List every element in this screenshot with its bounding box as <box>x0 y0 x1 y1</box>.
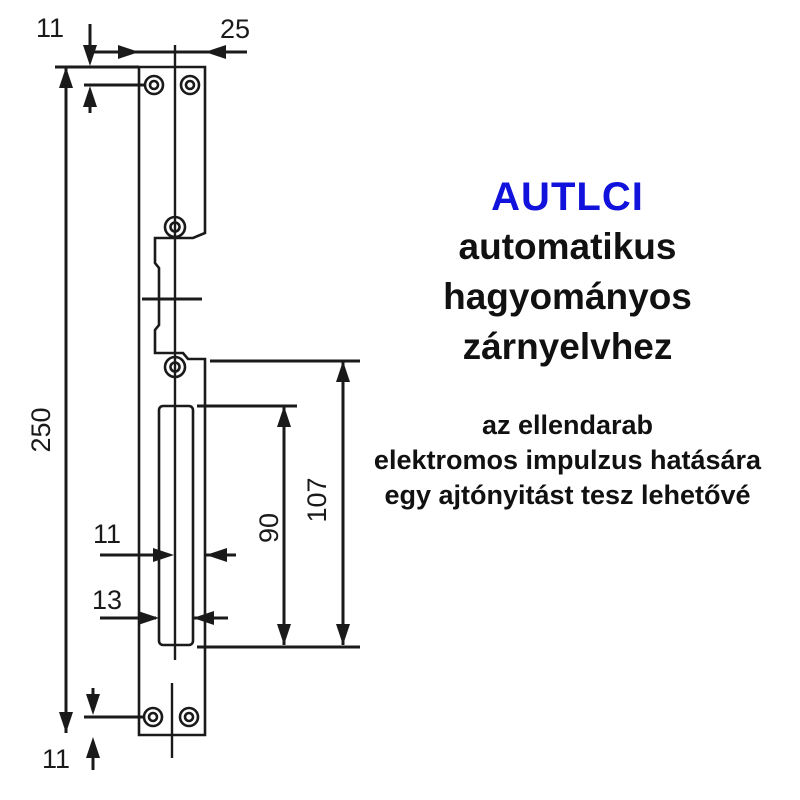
dim-center-to-edge-label: 11 <box>93 519 121 549</box>
product-title-line-1: automatikus <box>458 226 677 267</box>
screw-hole-jaw-upper <box>163 215 187 239</box>
dim-cutout-length-label: 107 <box>302 477 332 522</box>
dim-slot-width-label: 13 <box>92 585 122 615</box>
product-desc-line-3: egy ajtónyitást tesz lehetővé <box>384 480 751 510</box>
product-code: AUTLCI <box>491 175 644 219</box>
plate-outline <box>137 65 207 737</box>
arrow-up-icon <box>336 361 350 382</box>
dim-top-hole-offset: 11 <box>36 13 145 113</box>
product-title-line-3: zárnyelvhez <box>462 326 673 367</box>
screw-hole-jaw-lower <box>163 355 187 379</box>
dim-plate-length: 250 <box>26 67 73 733</box>
dim-bottom-hole-offset: 11 <box>42 688 144 774</box>
arrow-down-icon <box>277 624 291 645</box>
dim-plate-width: 25 <box>90 14 250 59</box>
arrow-right-icon <box>118 45 139 59</box>
product-desc-line-1: az ellendarab <box>481 410 654 440</box>
arrow-down-icon <box>86 694 100 715</box>
arrow-down-icon <box>336 624 350 645</box>
dim-cutout-length: 107 <box>197 359 360 649</box>
dim-plate-width-label: 25 <box>220 14 250 44</box>
arrow-up-icon <box>59 67 73 88</box>
product-desc-line-2: elektromos impulzus hatására <box>373 445 762 475</box>
product-description: az ellendarab elektromos impulzus hatásá… <box>335 408 800 513</box>
arrow-left-icon <box>205 45 226 59</box>
dim-center-to-edge: 11 <box>93 519 236 562</box>
dim-slot-length: 90 <box>197 404 297 645</box>
screw-hole-bottom-left <box>142 706 164 728</box>
dim-top-hole-offset-label: 11 <box>36 13 64 43</box>
arrow-left-icon <box>206 548 227 562</box>
arrow-left-icon <box>193 611 214 625</box>
screw-hole-top-left <box>143 74 165 96</box>
arrow-up-icon <box>83 86 97 107</box>
screw-hole-bottom-right <box>178 706 200 728</box>
arrow-down-icon <box>59 712 73 733</box>
product-title-line-2: hagyományos <box>443 276 692 317</box>
arrow-right-icon <box>153 548 174 562</box>
dim-slot-width: 13 <box>92 585 228 625</box>
dim-plate-length-label: 250 <box>26 407 56 452</box>
arrow-down-icon <box>83 45 97 66</box>
arrow-right-icon <box>138 611 159 625</box>
arrow-up-icon <box>277 406 291 427</box>
product-info: AUTLCI automatikus hagyományos zárnyelvh… <box>335 172 800 513</box>
dim-bottom-hole-offset-label: 11 <box>42 744 70 774</box>
dim-slot-length-label: 90 <box>254 513 284 543</box>
screw-hole-top-right <box>179 74 201 96</box>
arrow-up-icon <box>86 737 100 758</box>
